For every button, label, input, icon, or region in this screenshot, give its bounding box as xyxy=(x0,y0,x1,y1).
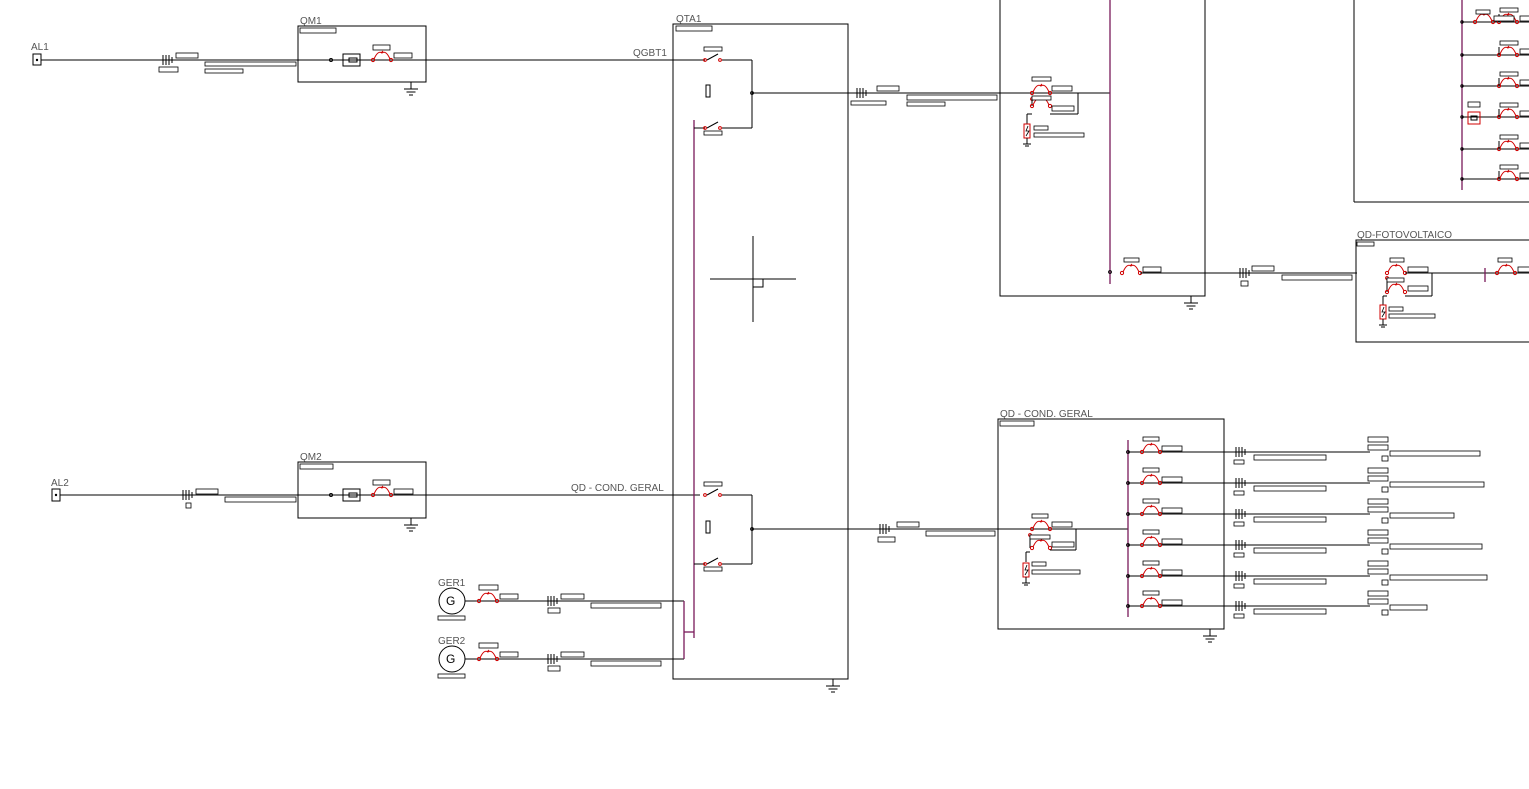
circuit-row[interactable] xyxy=(1126,560,1488,589)
label-qd-fotovoltaico: QD-FOTOVOLTAICO xyxy=(1357,230,1452,241)
generator-symbol: G xyxy=(446,594,455,608)
panel-qd-cond-geral[interactable]: QD - COND. GERAL xyxy=(997,409,1488,643)
breaker-icon xyxy=(1384,282,1408,295)
breaker-icon xyxy=(1384,263,1408,276)
circuit-row[interactable] xyxy=(1460,164,1529,182)
panel-qd-fotovoltaico[interactable]: QD-FOTOVOLTAICO xyxy=(1355,230,1529,343)
label-al1: AL1 xyxy=(31,42,49,53)
switch-icon xyxy=(706,53,719,61)
cable-lower xyxy=(877,521,996,543)
panel-upper-distribution[interactable] xyxy=(999,0,1357,310)
circuit-row[interactable] xyxy=(1126,498,1455,527)
breaker-icon xyxy=(1029,538,1053,551)
circuit-row[interactable] xyxy=(1126,529,1483,558)
circuit-row[interactable] xyxy=(1460,71,1529,89)
ground-icon xyxy=(825,678,841,693)
label-qgbt1: QGBT1 xyxy=(633,48,667,59)
label-al2: AL2 xyxy=(51,478,69,489)
circuit-row[interactable] xyxy=(1126,467,1485,496)
cable-foto xyxy=(1239,265,1353,287)
ground-icon xyxy=(1202,628,1218,643)
surge-protector-icon xyxy=(1021,562,1031,586)
circuit-row[interactable] xyxy=(1460,40,1529,58)
generator-symbol: G xyxy=(446,652,455,666)
circuit-row[interactable] xyxy=(1126,590,1428,619)
crosshair-cursor-icon xyxy=(710,236,796,322)
breaker-icon xyxy=(1119,263,1143,276)
meter-icon[interactable] xyxy=(342,53,361,67)
feeder-al2: AL2 xyxy=(51,478,700,509)
label-ger1: GER1 xyxy=(438,578,466,589)
cable-upper xyxy=(850,85,998,107)
panel-qm2[interactable]: QM2 xyxy=(297,452,427,532)
panel-qm1[interactable]: QM1 xyxy=(297,16,427,96)
panel-qta1[interactable]: QTA1 QGBT1 QD - COND. GERAL xyxy=(571,14,1128,693)
generator-ger2[interactable]: G GER2 xyxy=(437,632,685,679)
surge-protector-icon xyxy=(1022,123,1032,147)
label-qm2: QM2 xyxy=(300,452,322,463)
meter-icon[interactable] xyxy=(342,488,361,502)
label-qd-cond-line: QD - COND. GERAL xyxy=(571,483,664,494)
ground-icon xyxy=(403,517,419,532)
panel-top-right[interactable] xyxy=(1353,0,1529,203)
label-qd-cond-box: QD - COND. GERAL xyxy=(1000,409,1093,420)
surge-protector-icon xyxy=(1378,304,1388,328)
label-qta1: QTA1 xyxy=(676,14,702,25)
label-ger2: GER2 xyxy=(438,636,466,647)
generator-ger1[interactable]: G GER1 xyxy=(437,578,685,632)
circuit-row[interactable] xyxy=(1460,134,1529,152)
ground-icon xyxy=(1183,295,1199,310)
label-qm1: QM1 xyxy=(300,16,322,27)
meter-icon xyxy=(1467,111,1481,125)
circuit-row[interactable] xyxy=(1126,436,1481,465)
switch-icon xyxy=(706,488,719,496)
circuit-row[interactable] xyxy=(1460,102,1529,120)
